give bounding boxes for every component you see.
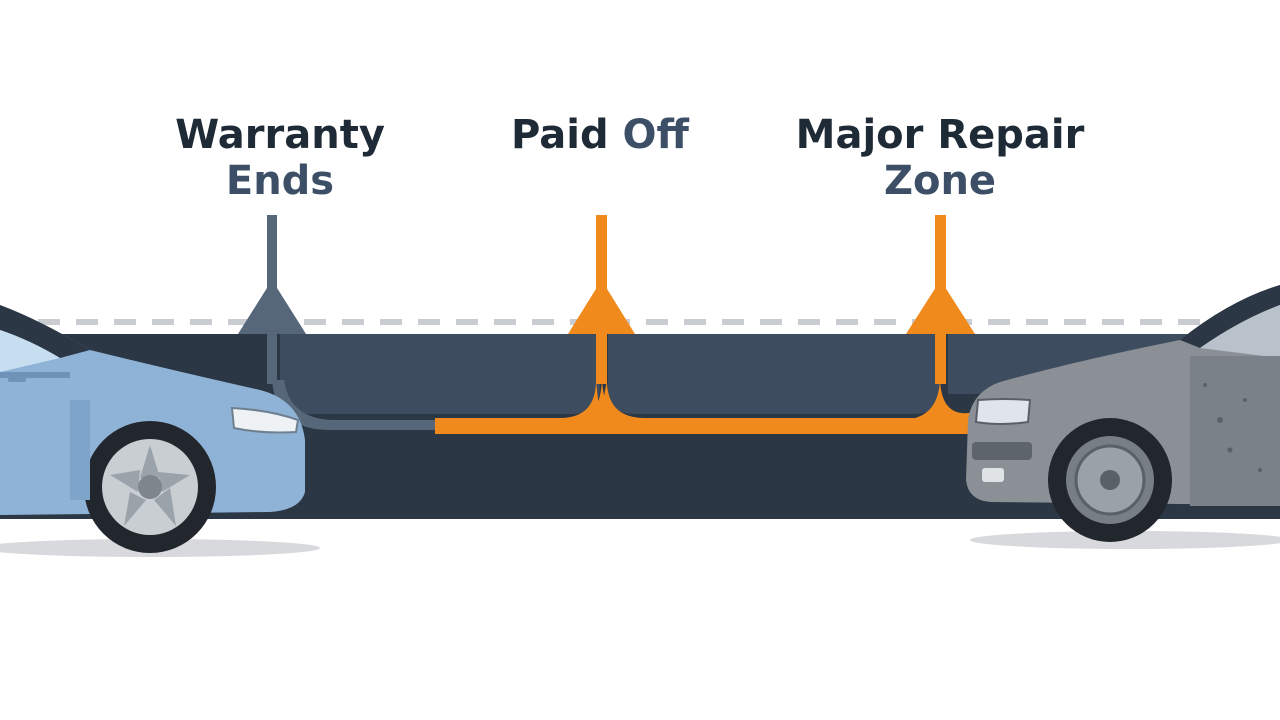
label-major-line2: Zone bbox=[883, 158, 997, 204]
orange-track bbox=[435, 215, 980, 434]
label-paid-off: Paid Off bbox=[490, 112, 710, 158]
label-warranty-ends: Warranty Ends bbox=[170, 112, 390, 204]
road-panel-right bbox=[608, 334, 940, 414]
label-warranty-line2: Ends bbox=[225, 158, 335, 204]
label-paid-word1: Paid bbox=[511, 112, 623, 158]
road-panel-left bbox=[20, 334, 600, 414]
label-major-repair-zone: Major Repair Zone bbox=[780, 112, 1100, 204]
marker-warranty bbox=[238, 215, 440, 430]
new-car-icon bbox=[0, 305, 305, 553]
old-car-icon bbox=[966, 285, 1280, 542]
label-paid-word2: Off bbox=[622, 112, 689, 158]
label-major-line1: Major Repair bbox=[795, 112, 1085, 158]
label-warranty-line1: Warranty bbox=[175, 112, 385, 158]
